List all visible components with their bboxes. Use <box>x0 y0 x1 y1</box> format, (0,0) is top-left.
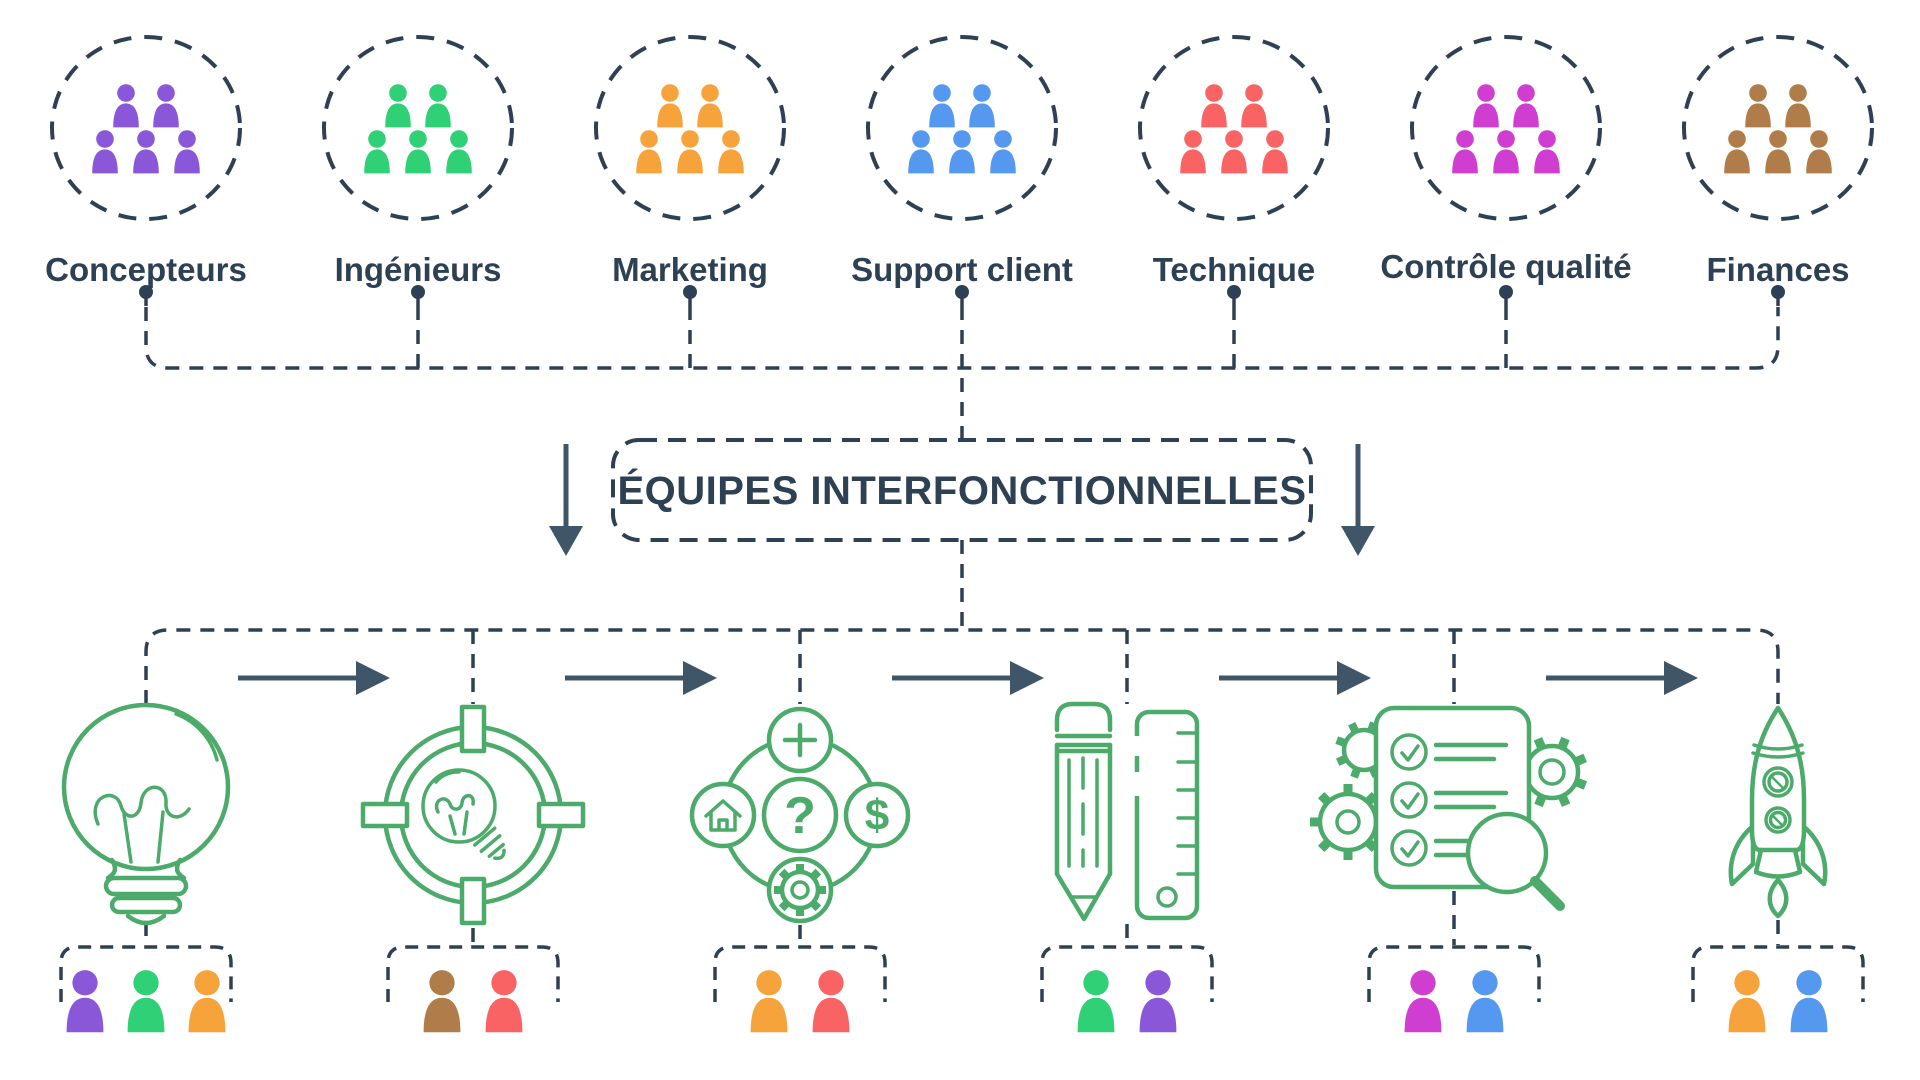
member-person <box>188 970 226 1033</box>
magnifier-icon <box>1465 811 1565 911</box>
member-person <box>423 970 461 1033</box>
plus-icon <box>782 722 818 758</box>
member-person <box>1728 970 1766 1033</box>
members-bracket <box>59 945 233 1002</box>
team-marketing: Marketing <box>594 35 786 288</box>
team-label: Marketing <box>612 251 768 288</box>
team-label: Contrôle qualité <box>1380 248 1631 285</box>
flow-arrow-3 <box>892 661 1044 695</box>
hub-box: ÉQUIPES INTERFONCTIONNELLES <box>611 438 1313 542</box>
step-members <box>66 970 226 1033</box>
team-circle <box>1410 35 1602 221</box>
hub-border <box>611 438 1313 542</box>
question-glyph: ? <box>784 787 816 845</box>
top-bus-connector <box>144 306 1780 438</box>
team-group-icon <box>1724 84 1832 173</box>
down-arrow-right <box>1341 444 1375 556</box>
step-options: ? $ <box>689 706 911 1033</box>
step-review <box>1310 705 1588 1033</box>
team-technique: Technique <box>1138 35 1330 288</box>
step-idea <box>59 702 233 1033</box>
hub-title: ÉQUIPES INTERFONCTIONNELLES <box>617 468 1306 513</box>
team-label: Finances <box>1706 251 1849 288</box>
team-label: Concepteurs <box>45 251 247 288</box>
team-group-icon <box>92 84 200 173</box>
flow-arrow-2 <box>565 661 717 695</box>
team-concepteurs: Concepteurs <box>45 35 247 288</box>
team-finances: Finances <box>1682 35 1874 288</box>
step-design-tools <box>1040 701 1214 1033</box>
flow-arrow-5 <box>1546 661 1698 695</box>
team-group-icon <box>364 84 472 173</box>
house-icon <box>704 799 742 832</box>
team-circle <box>322 35 514 221</box>
step-members <box>1728 970 1828 1033</box>
team-group-icon <box>908 84 1016 173</box>
team-circle <box>1682 35 1874 221</box>
team-circle <box>866 35 1058 221</box>
flow-arrow-4 <box>1219 661 1371 695</box>
member-person <box>1077 970 1115 1033</box>
team-circle <box>594 35 786 221</box>
team-group-icon <box>1452 84 1560 173</box>
member-person <box>66 970 104 1033</box>
team-circle <box>1138 35 1330 221</box>
team-controle-qualite: Contrôle qualité <box>1380 35 1632 285</box>
team-support-client: Support client <box>851 35 1073 288</box>
team-label: Technique <box>1153 251 1316 288</box>
team-circle <box>50 35 242 221</box>
idea-bulb-icon <box>61 702 231 926</box>
team-ingenieurs: Ingénieurs <box>322 35 514 288</box>
member-person <box>1466 970 1504 1033</box>
down-arrow-left <box>549 444 583 556</box>
member-person <box>750 970 788 1033</box>
member-person <box>127 970 165 1033</box>
options-circle-icon: ? $ <box>689 706 911 924</box>
bottom-bus-connector <box>144 540 1780 945</box>
step-launch <box>1691 705 1865 1033</box>
step-target <box>360 704 586 1033</box>
team-connector-dots <box>139 285 1785 306</box>
members-bracket <box>713 945 887 1002</box>
team-label: Support client <box>851 251 1073 288</box>
members-bracket <box>386 945 560 1002</box>
team-group-icon <box>1180 84 1288 173</box>
checklist-review-icon <box>1310 705 1588 911</box>
pencil-ruler-icon <box>1054 701 1200 922</box>
team-group-icon <box>636 84 744 173</box>
member-person <box>812 970 850 1033</box>
step-members <box>750 970 850 1033</box>
rocket-launch-icon <box>1728 705 1828 919</box>
gear-icon <box>774 864 826 916</box>
step-members <box>1077 970 1177 1033</box>
members-bracket <box>1040 945 1214 1002</box>
members-bracket <box>1367 945 1541 1002</box>
flow-arrow-1 <box>238 661 390 695</box>
step-members <box>1404 970 1504 1033</box>
team-label: Ingénieurs <box>335 251 502 288</box>
dollar-glyph: $ <box>865 791 889 840</box>
member-person <box>485 970 523 1033</box>
member-person <box>1404 970 1442 1033</box>
target-idea-icon <box>360 704 586 926</box>
member-person <box>1790 970 1828 1033</box>
members-bracket <box>1691 945 1865 1002</box>
member-person <box>1139 970 1177 1033</box>
step-members <box>423 970 523 1033</box>
